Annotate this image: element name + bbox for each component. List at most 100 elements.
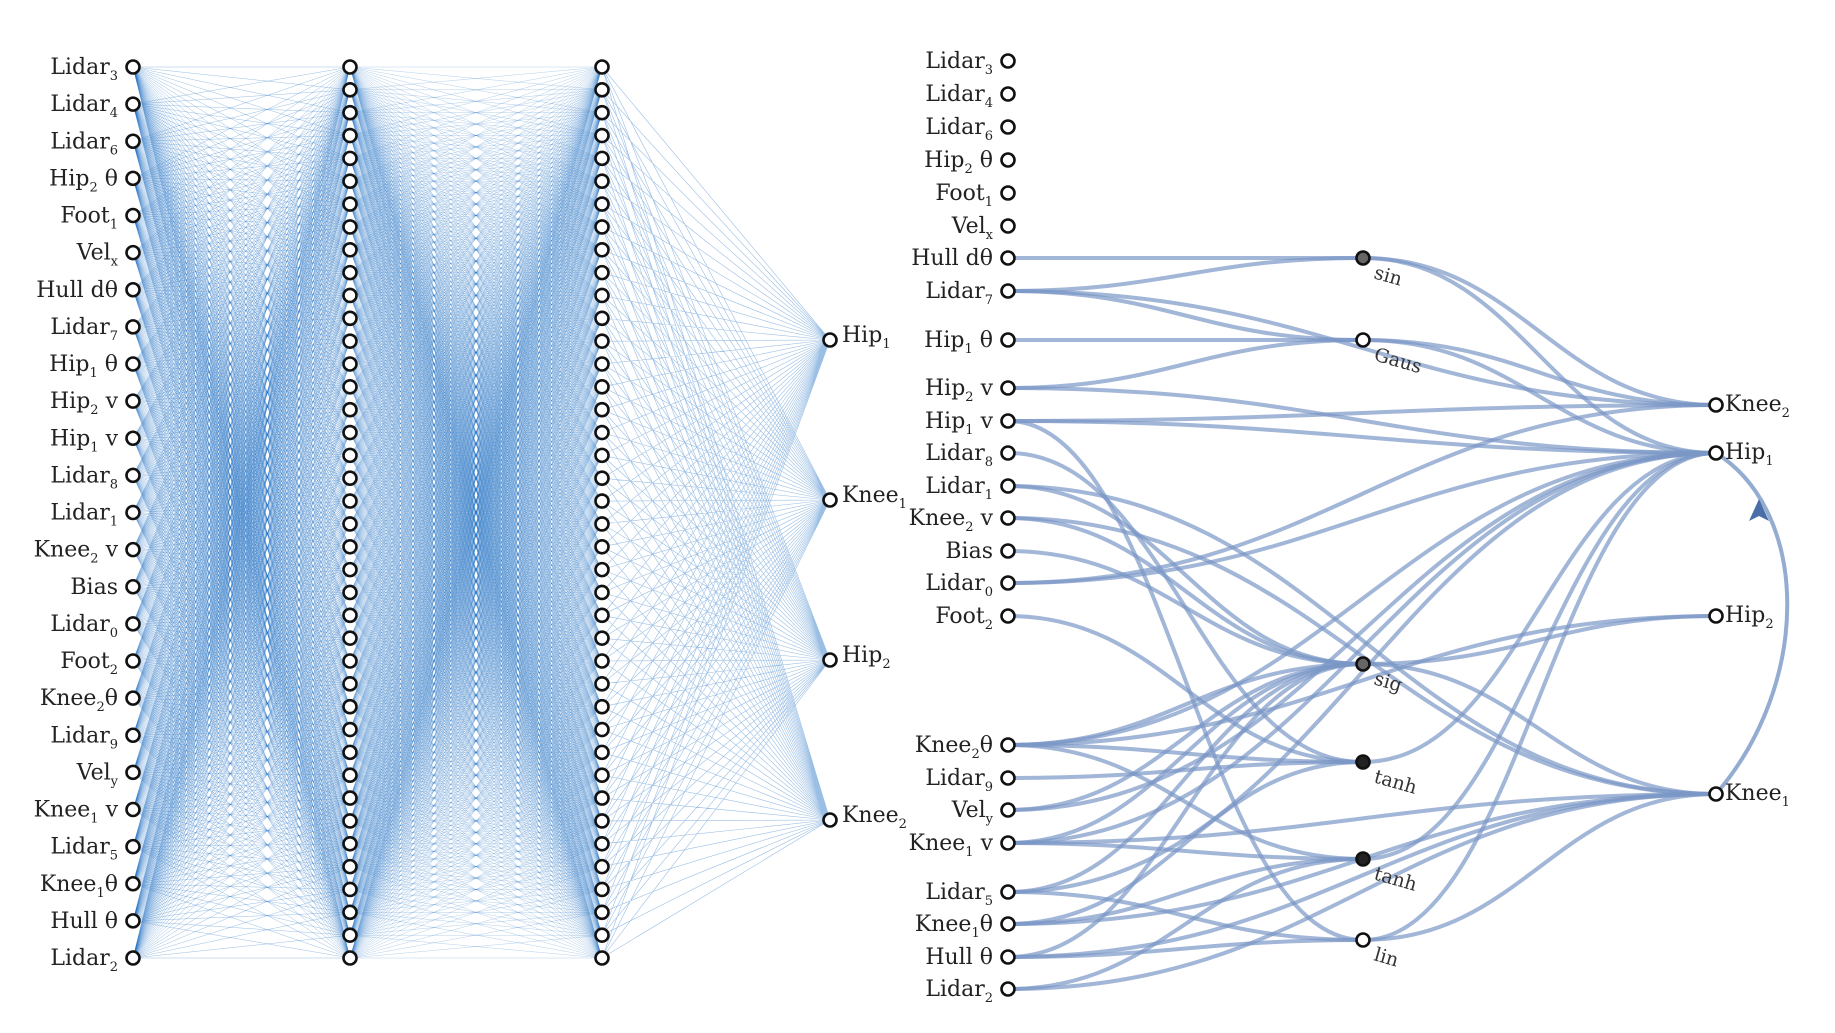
sparse-input-label-l0: Lidar0 bbox=[925, 571, 993, 600]
edges-hidden2-to-output bbox=[601, 66, 831, 959]
dense-input-label-18: Lidar9 bbox=[50, 723, 118, 752]
dense-hidden2-node-29 bbox=[594, 721, 610, 738]
dense-input-node-14 bbox=[125, 578, 141, 595]
dense-input-label-12: Lidar1 bbox=[50, 501, 118, 530]
sparse-input-node-h2v bbox=[1000, 380, 1016, 396]
dense-hidden1-node-16 bbox=[342, 424, 358, 441]
dense-hidden2-node-3 bbox=[594, 127, 610, 144]
activation-label-sin: sin bbox=[1372, 262, 1405, 291]
dense-hidden2-node-7 bbox=[594, 219, 610, 235]
dense-output-label-3: Knee2 bbox=[842, 803, 907, 832]
sparse-edge-l0-to-k2 bbox=[1006, 403, 1718, 585]
dense-input-node-24 bbox=[125, 950, 141, 966]
dense-input-node-13 bbox=[125, 541, 141, 558]
dense-input-node-5 bbox=[125, 244, 141, 261]
dense-input-node-17 bbox=[125, 690, 141, 706]
dense-hidden1-node-14 bbox=[342, 379, 358, 395]
sparse-edge-k2t-to-h2 bbox=[1006, 614, 1718, 747]
sparse-input-label-h2v: Hip2 v bbox=[925, 376, 994, 405]
sparse-input-node-b bbox=[1000, 543, 1016, 559]
dense-hidden1-node-15 bbox=[342, 401, 358, 418]
sparse-input-node-k2v bbox=[1000, 510, 1016, 526]
dense-hidden2-node-28 bbox=[594, 698, 610, 715]
dense-hidden1-node-39 bbox=[342, 950, 358, 966]
dense-hidden2-node-5 bbox=[594, 173, 610, 190]
dense-hidden1-node-38 bbox=[342, 927, 358, 943]
sparse-edge-k1v-to-sig bbox=[1006, 662, 1365, 845]
dense-hidden2-node-14 bbox=[594, 379, 610, 395]
dense-hidden1-node-17 bbox=[342, 447, 358, 464]
sparse-edge-sin-to-h1 bbox=[1361, 256, 1718, 455]
dense-hidden2-node-27 bbox=[594, 676, 610, 692]
dense-input-node-20 bbox=[125, 801, 141, 818]
dense-hidden1-node-2 bbox=[342, 104, 358, 121]
dense-hidden1-node-27 bbox=[342, 676, 358, 692]
sparse-edge-k2v-to-k1 bbox=[1006, 516, 1718, 796]
dense-hidden2-node-6 bbox=[594, 196, 610, 212]
dense-hidden1-node-19 bbox=[342, 493, 358, 509]
sparse-input-node-h1v bbox=[1000, 413, 1016, 429]
sparse-input-label-f1: Foot1 bbox=[935, 181, 993, 210]
sparse-input-node-l9 bbox=[1000, 770, 1016, 786]
sparse-edge-h1v-to-h1 bbox=[1006, 419, 1718, 455]
sparse-network-edges bbox=[1006, 255, 1790, 991]
dense-hidden2-node-11 bbox=[594, 310, 610, 327]
sparse-input-node-k1t bbox=[1000, 916, 1016, 932]
dense-input-node-18 bbox=[125, 727, 141, 744]
dense-hidden2-node-1 bbox=[594, 82, 610, 98]
sparse-edge-l5-to-sig bbox=[1006, 662, 1365, 894]
dense-hidden1-node-21 bbox=[342, 538, 358, 555]
activation-node-tanh2 bbox=[1355, 851, 1371, 867]
sparse-edge-k2t-to-h1 bbox=[1006, 451, 1718, 747]
sparse-network-nodes bbox=[1000, 53, 1724, 997]
dense-hidden2-node-38 bbox=[594, 927, 610, 943]
dense-hidden2-node-16 bbox=[594, 424, 610, 441]
sparse-input-node-k2t bbox=[1000, 737, 1016, 753]
dense-input-label-8: Hip1 θ bbox=[49, 352, 118, 381]
sparse-input-label-vx: Velx bbox=[951, 214, 994, 243]
sparse-input-label-l9: Lidar9 bbox=[925, 766, 993, 795]
sparse-input-node-l8 bbox=[1000, 445, 1016, 461]
dense-hidden2-node-13 bbox=[594, 356, 610, 372]
sparse-input-node-f2 bbox=[1000, 608, 1016, 624]
dense-input-node-16 bbox=[125, 653, 141, 669]
activation-label-gaus: Gaus bbox=[1372, 344, 1425, 379]
dense-hidden1-node-24 bbox=[342, 607, 358, 624]
sparse-edge-gaus-to-h1 bbox=[1361, 338, 1718, 455]
dense-input-node-8 bbox=[125, 356, 141, 372]
activation-label-lin: lin bbox=[1372, 944, 1402, 972]
sparse-input-node-h1t bbox=[1000, 332, 1016, 348]
sparse-edge-lin-to-k1 bbox=[1361, 792, 1718, 942]
sparse-input-label-h1v: Hip1 v bbox=[925, 409, 994, 438]
activation-node-tanh1 bbox=[1355, 754, 1371, 770]
dense-hidden1-node-18 bbox=[342, 470, 358, 487]
dense-hidden1-node-3 bbox=[342, 127, 358, 144]
sparse-edge-k2v-to-sig bbox=[1006, 516, 1365, 666]
sparse-edge-tanh2-to-h1 bbox=[1361, 451, 1718, 861]
sparse-edge-tanh1-to-h1 bbox=[1361, 451, 1718, 764]
dense-hidden2-node-10 bbox=[594, 287, 610, 304]
dense-input-label-15: Lidar0 bbox=[50, 612, 118, 641]
sparse-edge-l2-to-tanh2 bbox=[1006, 857, 1365, 991]
sparse-edge-ht-to-sig bbox=[1006, 662, 1365, 959]
dense-hidden2-node-31 bbox=[594, 767, 610, 784]
sparse-input-label-l4: Lidar4 bbox=[925, 82, 993, 111]
dense-hidden2-node-22 bbox=[594, 561, 610, 578]
dense-input-node-1 bbox=[125, 96, 141, 112]
dense-output-node-2 bbox=[822, 652, 838, 668]
dense-input-node-10 bbox=[125, 430, 141, 447]
sparse-input-label-l5: Lidar5 bbox=[925, 880, 993, 909]
dense-hidden1-node-23 bbox=[342, 584, 358, 601]
dense-input-node-15 bbox=[125, 616, 141, 632]
sparse-input-label-l1: Lidar1 bbox=[925, 474, 993, 503]
sparse-edge-f2-to-tanh1 bbox=[1006, 614, 1365, 764]
sparse-edge-k1t-to-tanh1 bbox=[1006, 760, 1365, 926]
dense-input-node-0 bbox=[125, 59, 141, 75]
dense-output-label-1: Knee1 bbox=[842, 483, 907, 512]
sparse-input-node-k1v bbox=[1000, 835, 1016, 851]
sparse-input-label-l2: Lidar2 bbox=[925, 977, 993, 1006]
sparse-edge-l5-to-h1 bbox=[1006, 451, 1718, 894]
dense-hidden1-node-4 bbox=[342, 150, 358, 167]
